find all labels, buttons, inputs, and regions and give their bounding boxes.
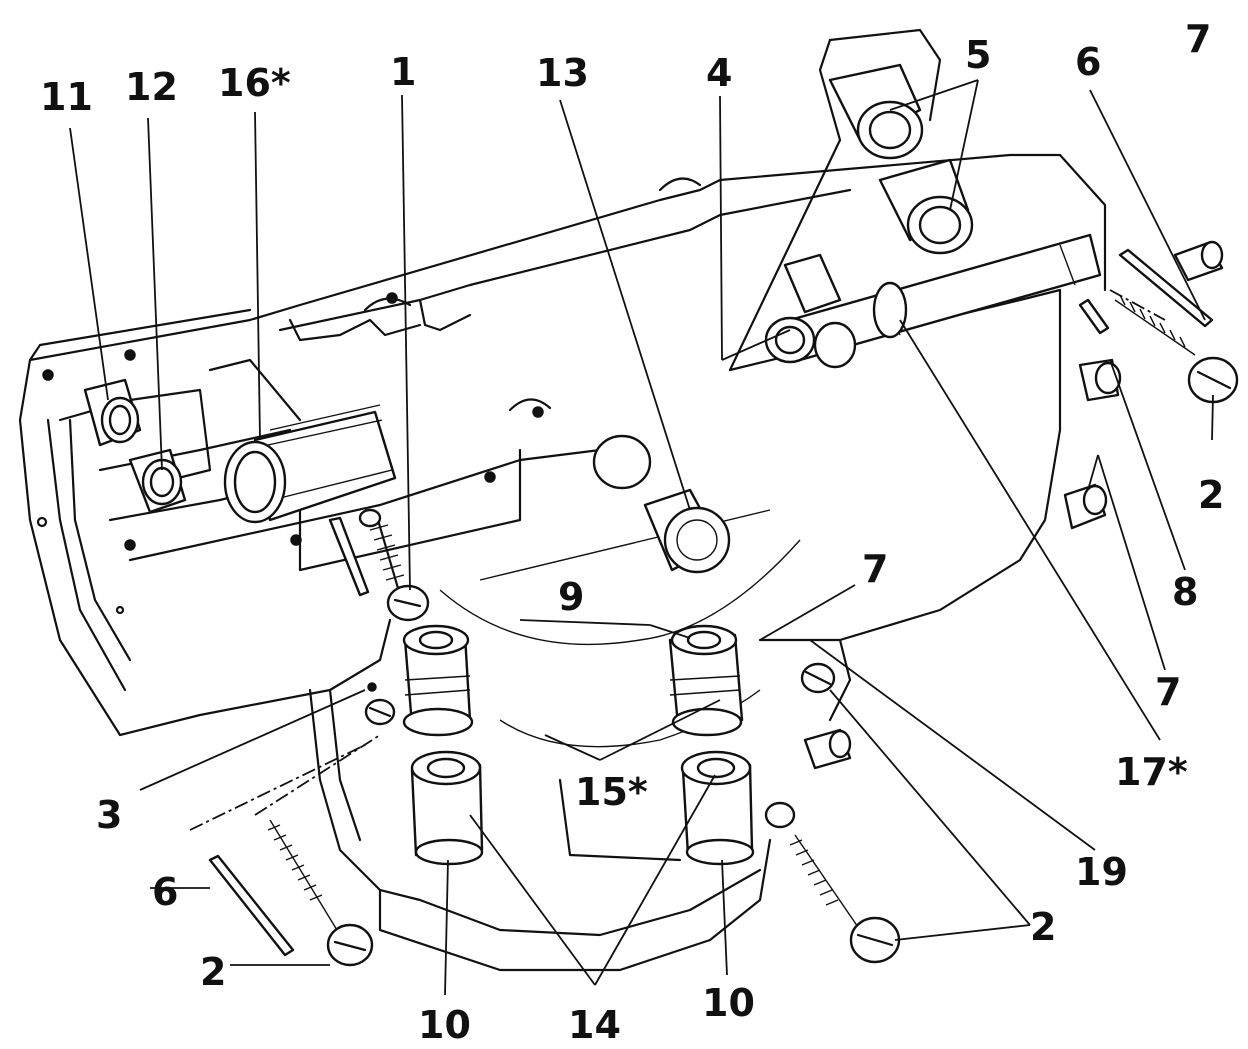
cap-7-right bbox=[1063, 358, 1122, 530]
callout-6-top: 6 bbox=[1075, 40, 1101, 84]
callout-17: 17* bbox=[1115, 750, 1188, 794]
plug-13 bbox=[592, 434, 731, 574]
seal-10-right bbox=[680, 750, 755, 866]
callout-6-bottom: 6 bbox=[152, 870, 178, 914]
seal-10-left bbox=[410, 750, 484, 866]
pin-and-screw-1 bbox=[328, 508, 430, 622]
callout-9: 9 bbox=[558, 575, 584, 619]
callout-11: 11 bbox=[40, 75, 93, 119]
callout-4: 4 bbox=[706, 51, 732, 95]
leader-lines bbox=[69, 79, 1214, 996]
callout-labels: 11 12 16* 1 13 4 5 6 7 2 8 7 17* 9 7 19 … bbox=[40, 17, 1224, 1047]
callout-8: 8 bbox=[1172, 570, 1198, 614]
gland-9-right bbox=[668, 624, 744, 737]
assembly-lines bbox=[189, 289, 1166, 831]
collar-4 bbox=[783, 253, 857, 369]
callout-7-center: 7 bbox=[862, 547, 888, 591]
shaft-17 bbox=[764, 233, 1102, 364]
callout-10-left: 10 bbox=[418, 1003, 471, 1047]
callout-7-right: 7 bbox=[1155, 670, 1181, 714]
callout-2-bottom-right: 2 bbox=[1030, 905, 1056, 949]
callout-7-top: 7 bbox=[1185, 17, 1211, 61]
callout-10-right: 10 bbox=[702, 981, 755, 1025]
callout-2-bottom-left: 2 bbox=[200, 950, 226, 994]
callout-5: 5 bbox=[965, 33, 991, 77]
bushing-12 bbox=[128, 448, 187, 514]
callout-12: 12 bbox=[125, 65, 178, 109]
rings-5 bbox=[828, 63, 974, 255]
callout-13: 13 bbox=[536, 51, 589, 95]
callout-19: 19 bbox=[1075, 850, 1128, 894]
callout-3: 3 bbox=[96, 793, 122, 837]
pin-6-bottom bbox=[208, 854, 295, 957]
callout-2-right: 2 bbox=[1198, 473, 1224, 517]
sleeve-16 bbox=[223, 404, 397, 524]
cap-7-top bbox=[1173, 240, 1224, 282]
callout-14: 14 bbox=[568, 1003, 621, 1047]
pin-6-right bbox=[1118, 248, 1214, 328]
screw-8 bbox=[1078, 294, 1239, 404]
callout-15: 15* bbox=[575, 770, 648, 814]
screw-2-bottom-right bbox=[764, 662, 901, 964]
callout-1: 1 bbox=[390, 50, 416, 94]
gland-9-left bbox=[402, 624, 474, 737]
callout-16: 16* bbox=[218, 61, 291, 105]
bolt-holes bbox=[36, 292, 544, 692]
screw-2-bottom-left bbox=[267, 698, 396, 967]
bushing-11 bbox=[83, 378, 142, 447]
